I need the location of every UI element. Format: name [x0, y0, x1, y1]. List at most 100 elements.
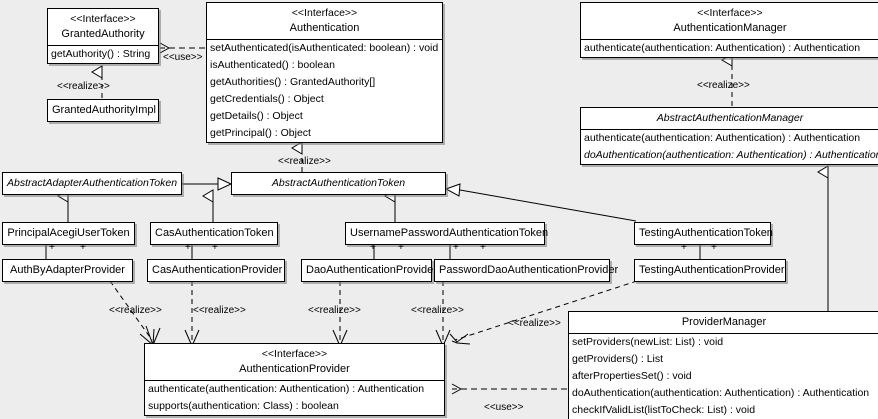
class-cas-authentication-provider[interactable]: CasAuthenticationProvider	[147, 259, 285, 282]
class-name: CasAuthenticationProvider	[152, 264, 283, 276]
member-item: getPrincipal() : Object	[210, 127, 311, 139]
association-mark-plus: +	[711, 242, 717, 253]
class-name: TestingAuthenticationProvider	[639, 264, 785, 276]
class-name: PrincipalAcegiUserToken	[7, 227, 130, 239]
edge-label-realize-cas-authentication-provider: <<realize>>	[193, 305, 246, 316]
class-granted-authority[interactable]: <<Interface>> GrantedAuthority getAuthor…	[47, 8, 159, 64]
class-abstract-authentication-token[interactable]: AbstractAuthenticationToken	[231, 172, 446, 195]
class-name: GrantedAuthorityImpl	[52, 104, 156, 116]
class-header: AbstractAuthenticationToken	[232, 173, 445, 194]
class-name: TestingAuthenticationToken	[639, 227, 773, 239]
class-provider-manager[interactable]: ProviderManager setProviders(newList: Li…	[568, 311, 878, 419]
class-username-password-authentication-token[interactable]: UsernamePasswordAuthenticationToken	[345, 222, 549, 245]
member-item: setAuthenticated(isAuthenticated: boolea…	[210, 42, 439, 54]
class-auth-by-adapter-provider[interactable]: AuthByAdapterProvider	[2, 259, 133, 282]
association-mark-plus: +	[480, 242, 486, 253]
class-name: PasswordDaoAuthenticationProvider	[439, 264, 619, 276]
association-mark-plus: +	[185, 242, 191, 253]
members-compartment: getAuthority() : String	[48, 45, 158, 63]
class-header: GrantedAuthorityImpl	[48, 100, 158, 121]
class-authentication[interactable]: <<Interface>> Authentication setAuthenti…	[206, 2, 443, 143]
class-name: AuthenticationProvider	[239, 363, 350, 375]
class-abstract-authentication-manager[interactable]: AbstractAuthenticationManager authentica…	[580, 107, 878, 165]
class-authentication-manager[interactable]: <<Interface>> AuthenticationManager auth…	[580, 2, 878, 58]
class-password-dao-authentication-provider[interactable]: PasswordDaoAuthenticationProvider	[434, 259, 619, 282]
edge-label-realize-granted-authority-impl: <<realize>>	[57, 81, 110, 92]
class-cas-authentication-token[interactable]: CasAuthenticationToken	[150, 222, 278, 245]
edge-label-realize-abstract-authentication-token: <<realize>>	[278, 156, 331, 167]
association-mark-plus: +	[80, 242, 86, 253]
class-name: UsernamePasswordAuthenticationToken	[350, 227, 549, 239]
edge-label-use-provider-manager: <<use>>	[484, 402, 524, 413]
edge-label-realize-dao-authentication-provider: <<realize>>	[308, 305, 361, 316]
class-name: Authentication	[289, 22, 360, 34]
edge-label-use-granted-authority: <<use>>	[163, 52, 203, 63]
class-header: ProviderManager	[569, 312, 878, 333]
class-header: <<Interface>> Authentication	[207, 3, 442, 39]
member-item: doAuthentication(authentication: Authent…	[572, 387, 870, 399]
association-mark-plus: +	[49, 242, 55, 253]
members-compartment: authenticate(authentication: Authenticat…	[581, 39, 878, 57]
class-header: CasAuthenticationProvider	[148, 260, 284, 281]
edge-label-realize-password-dao-authentication-provider: <<realize>>	[411, 305, 464, 316]
class-name: AbstractAuthenticationToken	[271, 177, 406, 189]
class-header: UsernamePasswordAuthenticationToken	[346, 223, 549, 244]
edge-label-realize-testing-authentication-provider: <<realize>>	[508, 318, 561, 329]
member-item: doAuthentication(authentication: Authent…	[584, 149, 878, 161]
member-item: setProviders(newList: List) : void	[572, 336, 724, 348]
class-name: ProviderManager	[681, 316, 767, 328]
class-name: AbstractAuthenticationManager	[656, 112, 804, 124]
members-compartment: setProviders(newList: List) : void getPr…	[569, 333, 878, 419]
class-header: PrincipalAcegiUserToken	[3, 223, 134, 244]
class-header: TestingAuthenticationToken	[635, 223, 773, 244]
members-compartment: authenticate(authentication: Authenticat…	[145, 380, 444, 415]
class-testing-authentication-token[interactable]: TestingAuthenticationToken	[634, 222, 773, 245]
member-item: getDetails() : Object	[210, 110, 303, 122]
member-item: getCredentials() : Object	[210, 93, 324, 105]
class-name: CasAuthenticationToken	[155, 227, 274, 239]
class-dao-authentication-provider[interactable]: DaoAuthenticationProvider	[301, 259, 437, 282]
stereotype-label: <<Interface>>	[697, 7, 763, 19]
members-compartment: setAuthenticated(isAuthenticated: boolea…	[207, 39, 442, 142]
stereotype-label: <<Interface>>	[291, 7, 358, 19]
member-item: afterPropertiesSet() : void	[572, 370, 692, 382]
edge-label-realize-abstract-authentication-manager: <<realize>>	[697, 80, 750, 91]
member-item: getAuthority() : String	[51, 48, 151, 60]
class-name: GrantedAuthority	[61, 28, 145, 40]
member-item: authenticate(authentication: Authenticat…	[584, 42, 861, 54]
association-mark-plus: +	[212, 242, 218, 253]
class-header: <<Interface>> AuthenticationManager	[581, 3, 878, 39]
class-header: TestingAuthenticationProvider	[635, 260, 785, 281]
class-authentication-provider[interactable]: <<Interface>> AuthenticationProvider aut…	[144, 343, 445, 416]
class-header: CasAuthenticationToken	[151, 223, 277, 244]
class-header: PasswordDaoAuthenticationProvider	[435, 260, 619, 281]
member-item: getAuthorities() : GrantedAuthority[]	[210, 76, 376, 88]
class-name: AbstractAdapterAuthenticationToken	[7, 177, 178, 189]
class-header: AbstractAuthenticationManager	[581, 108, 878, 129]
class-header: AbstractAdapterAuthenticationToken	[3, 173, 181, 194]
class-name: AuthenticationManager	[673, 22, 787, 34]
association-mark-plus: +	[681, 242, 687, 253]
class-principal-acegi-user-token[interactable]: PrincipalAcegiUserToken	[2, 222, 135, 245]
members-compartment: authenticate(authentication: Authenticat…	[581, 129, 878, 164]
member-item: authenticate(authentication: Authenticat…	[584, 132, 861, 144]
class-testing-authentication-provider[interactable]: TestingAuthenticationProvider	[634, 259, 786, 282]
class-abstract-adapter-authentication-token[interactable]: AbstractAdapterAuthenticationToken	[2, 172, 182, 195]
edge-label-realize-auth-by-adapter-provider: <<realize>>	[109, 305, 162, 316]
class-granted-authority-impl[interactable]: GrantedAuthorityImpl	[47, 99, 159, 122]
class-header: AuthByAdapterProvider	[3, 260, 132, 281]
class-header: <<Interface>> AuthenticationProvider	[145, 344, 444, 380]
member-item: authenticate(authentication: Authenticat…	[148, 383, 425, 395]
stereotype-label: <<Interface>>	[261, 348, 328, 360]
association-mark-plus: +	[370, 242, 376, 253]
member-item: isAuthenticated() : boolean	[210, 59, 335, 71]
class-name: DaoAuthenticationProvider	[306, 264, 437, 276]
association-mark-plus: +	[398, 242, 404, 253]
class-header: <<Interface>> GrantedAuthority	[48, 9, 158, 45]
class-header: DaoAuthenticationProvider	[302, 260, 437, 281]
stereotype-label: <<Interface>>	[70, 13, 136, 25]
association-mark-plus: +	[453, 242, 459, 253]
class-name: AuthByAdapterProvider	[10, 264, 125, 276]
member-item: supports(authentication: Class) : boolea…	[148, 400, 339, 412]
